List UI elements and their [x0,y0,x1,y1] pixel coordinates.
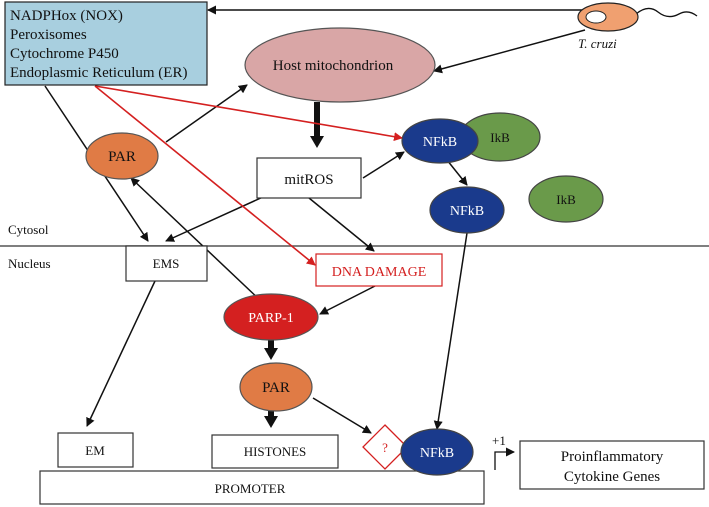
red-arrow-sources-to-nfkb [94,85,403,142]
arrow-dna-damage-to-parp1 [319,285,376,315]
arrow-parp1-to-par [130,177,263,303]
arrow-ems-to-em [86,280,156,427]
nfkb-promoter-node [400,428,474,476]
transcription-start-arrow [494,447,515,470]
promoter-bar [39,470,485,505]
arrow-par-to-mitochondrion [165,84,248,143]
cytokine-genes-label-line1: Proinflammatory [561,449,664,465]
nfkb-complex-node [401,118,479,164]
nfkb-free-label: NFkB [450,204,484,219]
ikb-complex-label: IkB [490,130,510,145]
nfkb-promoter-label: NFkB [420,446,454,461]
ems-label: EMS [153,256,180,271]
dna-damage-label: DNA DAMAGE [332,265,427,280]
em-label: EM [85,443,105,458]
ikb-free-label: IkB [556,192,576,207]
ems-box [125,245,208,282]
ikb-free-node [528,175,604,223]
cytosol-label: Cytosol [8,222,49,237]
source-peroxisomes: Peroxisomes [10,27,87,43]
arrow-par-to-unknown [312,397,372,434]
histones-box [211,434,339,469]
par-cytosol-node [85,132,159,180]
mitros-label: mitROS [284,172,333,188]
parp1-label: PARP-1 [248,311,293,326]
source-nadphox: NADPHox (NOX) [10,8,123,24]
par-nucleus-node [239,362,313,412]
arrow-nfkb-complex-to-free [446,159,468,186]
parp1-node [223,293,319,341]
host-mitochondrion-node [244,27,436,103]
arrow-mitros-to-dna-damage [308,197,375,252]
nfkb-free-node [429,186,505,234]
transcription-start-label: +1 [492,433,506,448]
mitros-box [256,157,362,199]
ros-sources-box [4,1,208,86]
arrow-nfkb-to-promoter [433,232,468,430]
arrow-mitros-to-ems [165,196,264,242]
cytokine-genes-box [519,440,705,490]
unknown-factor-label: ? [382,440,388,455]
promoter-label: PROMOTER [215,481,286,496]
par-nucleus-label: PAR [262,380,290,396]
nfkb-complex-label: NFkB [423,135,457,150]
t-cruzi-label: T. cruzi [578,36,617,51]
source-cytochrome: Cytochrome P450 [10,46,119,62]
unknown-factor-diamond [362,424,408,470]
source-er: Endoplasmic Reticulum (ER) [10,65,187,81]
t-cruzi-icon [577,2,698,32]
cytokine-genes-label-line2: Cytokine Genes [564,469,660,485]
arrow-mitros-to-nfkb [362,151,405,179]
red-arrow-sources-to-dna-damage [94,85,316,266]
em-box [57,432,134,468]
dna-damage-box [315,253,443,287]
host-mitochondrion-label: Host mitochondrion [273,58,394,74]
arrow-tcruzi-to-mitochondrion [433,29,586,74]
histones-label: HISTONES [244,444,307,459]
nucleus-label: Nucleus [8,256,51,271]
par-cytosol-label: PAR [108,149,136,165]
